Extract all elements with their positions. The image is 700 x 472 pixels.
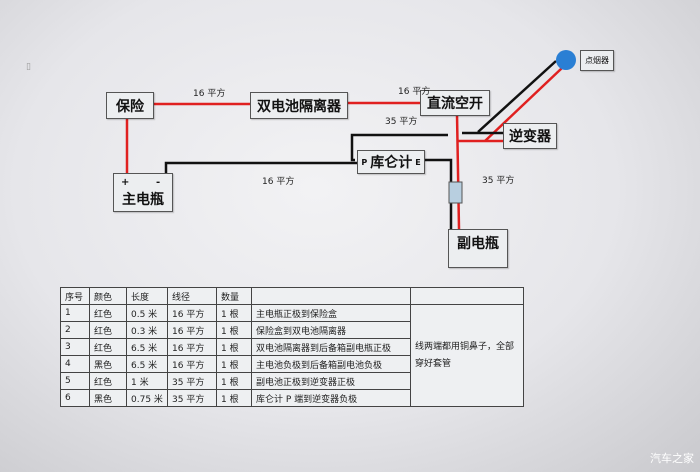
- header-cell: 序号: [60, 287, 90, 305]
- cell: 16 平方: [167, 338, 217, 356]
- cell: 35 平方: [167, 389, 217, 407]
- wire-label: 35 平方: [482, 176, 515, 186]
- cell: 双电池隔离器到后备箱副电瓶正极: [251, 338, 411, 356]
- wire-label: 16 平方: [193, 89, 226, 99]
- cell: 黑色: [89, 355, 127, 373]
- cell: 1 根: [216, 372, 252, 390]
- wire-coulomb-inverter: [350, 133, 448, 162]
- header-cell: 线径: [167, 287, 217, 305]
- cell: 黑色: [89, 389, 127, 407]
- document-icon: ▯: [26, 62, 31, 72]
- cell: 1 米: [126, 372, 168, 390]
- wire-label: 35 平方: [385, 117, 418, 127]
- cell: 0.75 米: [126, 389, 168, 407]
- header-cell: 颜色: [89, 287, 127, 305]
- cell: 16 平方: [167, 321, 217, 339]
- coulomb-e-terminal: E: [415, 157, 421, 167]
- cell: 5: [60, 372, 90, 390]
- cell: 1 根: [216, 355, 252, 373]
- cell: 1 根: [216, 389, 252, 407]
- cigarette-lighter-icon: [556, 50, 576, 70]
- fuse-box: 保险: [106, 92, 154, 119]
- cell: 副电池正极到逆变器正极: [251, 372, 411, 390]
- cell: 红色: [89, 304, 127, 322]
- wire-main-neg: [164, 161, 357, 175]
- cell: 35 平方: [167, 372, 217, 390]
- cell: 0.3 米: [126, 321, 168, 339]
- main-battery-plus: +: [121, 177, 130, 188]
- note-cell: 线两端都用铜鼻子，全部穿好套管: [410, 304, 524, 407]
- cell: 主电瓶正极到保险盒: [251, 304, 411, 322]
- wire-label: 16 平方: [398, 87, 431, 97]
- inline-fuse: [448, 181, 463, 204]
- cell: 16 平方: [167, 304, 217, 322]
- inverter-box: 逆变器: [503, 123, 557, 149]
- cell: 红色: [89, 372, 127, 390]
- cell: 主电池负极到后备箱副电池负极: [251, 355, 411, 373]
- aux-battery-box: 副电瓶: [448, 229, 508, 268]
- isolator-box: 双电池隔离器: [250, 92, 348, 119]
- cell: 1 根: [216, 321, 252, 339]
- cell: 1 根: [216, 338, 252, 356]
- header-cell: 数量: [216, 287, 252, 305]
- main-battery-label: 主电瓶: [122, 192, 164, 208]
- coulomb-label: 库仑计: [370, 155, 413, 171]
- wire-breaker-aux: [455, 113, 461, 230]
- coulomb-meter-box: P 库仑计 E: [357, 150, 425, 174]
- wire-cig-red: [484, 67, 563, 142]
- cell: 0.5 米: [126, 304, 168, 322]
- wire-cig-black: [477, 60, 557, 133]
- coulomb-p-terminal: P: [361, 157, 368, 167]
- cell: 保险盒到双电池隔离器: [251, 321, 411, 339]
- wire-coulomb-aux: [423, 158, 453, 229]
- cigarette-label: 点烟器: [580, 50, 614, 71]
- cell: 6.5 米: [126, 338, 168, 356]
- cell: 2: [60, 321, 90, 339]
- cell: 红色: [89, 338, 127, 356]
- main-battery-box: + - 主电瓶: [113, 173, 173, 212]
- cell: 1: [60, 304, 90, 322]
- cell: 红色: [89, 321, 127, 339]
- header-cell: [251, 287, 411, 305]
- wire-label: 16 平方: [262, 177, 295, 187]
- dc-breaker-box: 直流空开: [420, 90, 490, 116]
- cell: 6.5 米: [126, 355, 168, 373]
- cell: 3: [60, 338, 90, 356]
- table-header-row: 序号 颜色 长度 线径 数量: [60, 287, 524, 305]
- cell: 6: [60, 389, 90, 407]
- header-cell: [410, 287, 524, 305]
- cell: 4: [60, 355, 90, 373]
- cell: 1 根: [216, 304, 252, 322]
- cell: 16 平方: [167, 355, 217, 373]
- watermark: 汽车之家: [650, 452, 694, 465]
- header-cell: 长度: [126, 287, 168, 305]
- main-battery-minus: -: [156, 177, 161, 188]
- cell: 库仑计 P 端到逆变器负极: [251, 389, 411, 407]
